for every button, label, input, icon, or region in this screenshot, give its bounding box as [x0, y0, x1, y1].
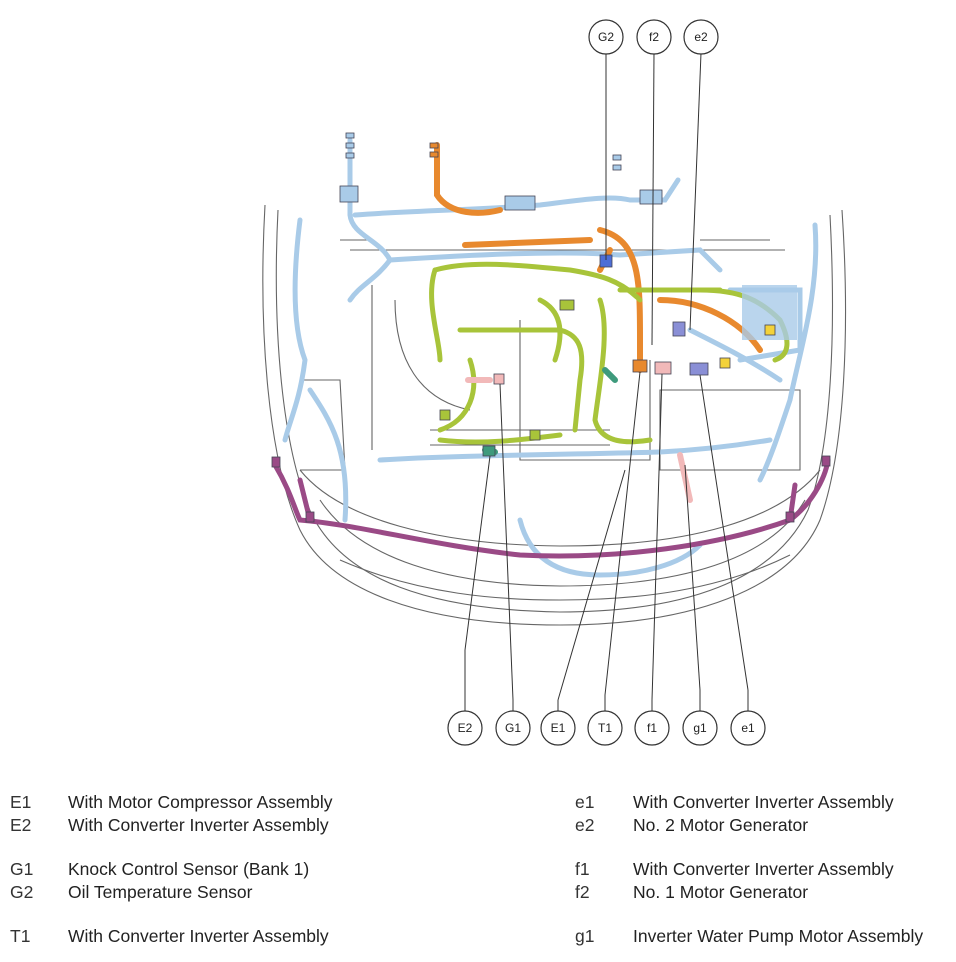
legend-desc: With Motor Compressor Assembly	[68, 792, 333, 812]
callout-e1: e1	[730, 710, 766, 746]
callout-g2: G2	[588, 19, 624, 55]
callout-label: f2	[649, 30, 659, 44]
legend-desc: Inverter Water Pump Motor Assembly	[633, 926, 924, 946]
legend-desc: With Converter Inverter Assembly	[633, 859, 894, 879]
wire-harness-purple	[272, 457, 831, 559]
callout-label: f1	[647, 721, 657, 735]
legend-code: T1	[10, 926, 31, 946]
legend-desc: Oil Temperature Sensor	[68, 882, 253, 902]
wire-harness-green	[429, 261, 790, 445]
legend-code: e1	[575, 792, 595, 812]
callout-g1-upper: G1	[495, 710, 531, 746]
legend: E1 With Motor Compressor Assembly e1 Wit…	[0, 790, 956, 960]
connectors	[271, 132, 831, 523]
wire-harness-orange	[434, 142, 763, 373]
callout-g1: g1	[682, 710, 718, 746]
callout-label: G2	[598, 30, 614, 44]
legend-code: G2	[10, 882, 34, 902]
legend-desc: With Converter Inverter Assembly	[633, 792, 894, 812]
legend-code: f1	[575, 859, 590, 879]
engine-compartment-diagram: G2 f2 e2 E2 G1 E1 T1 f1 g1 e1	[262, 19, 847, 746]
legend-code: G1	[10, 859, 34, 879]
callout-e2: e2	[683, 19, 719, 55]
legend-code: g1	[575, 926, 595, 946]
callout-label: E2	[458, 721, 473, 735]
callout-f2: f2	[636, 19, 672, 55]
legend-code: E2	[10, 815, 32, 835]
legend-code: f2	[575, 882, 590, 902]
legend-desc: Knock Control Sensor (Bank 1)	[68, 859, 310, 879]
leader-lines	[464, 52, 749, 712]
callout-e2-upper: E2	[447, 710, 483, 746]
wire-harness-blue	[282, 137, 819, 578]
legend-code: e2	[575, 815, 595, 835]
callout-label: G1	[505, 721, 521, 735]
legend-code: E1	[10, 792, 32, 812]
callout-label: g1	[693, 721, 707, 735]
callout-label: e2	[694, 30, 708, 44]
legend-desc: With Converter Inverter Assembly	[68, 815, 329, 835]
callout-label: T1	[598, 721, 612, 735]
callout-label: e1	[741, 721, 755, 735]
legend-desc: No. 2 Motor Generator	[633, 815, 809, 835]
callout-e1-upper: E1	[540, 710, 576, 746]
callout-label: E1	[551, 721, 566, 735]
vehicle-body-outline	[262, 204, 847, 626]
legend-desc: No. 1 Motor Generator	[633, 882, 809, 902]
callout-f1: f1	[634, 710, 670, 746]
legend-desc: With Converter Inverter Assembly	[68, 926, 329, 946]
callout-t1: T1	[587, 710, 623, 746]
